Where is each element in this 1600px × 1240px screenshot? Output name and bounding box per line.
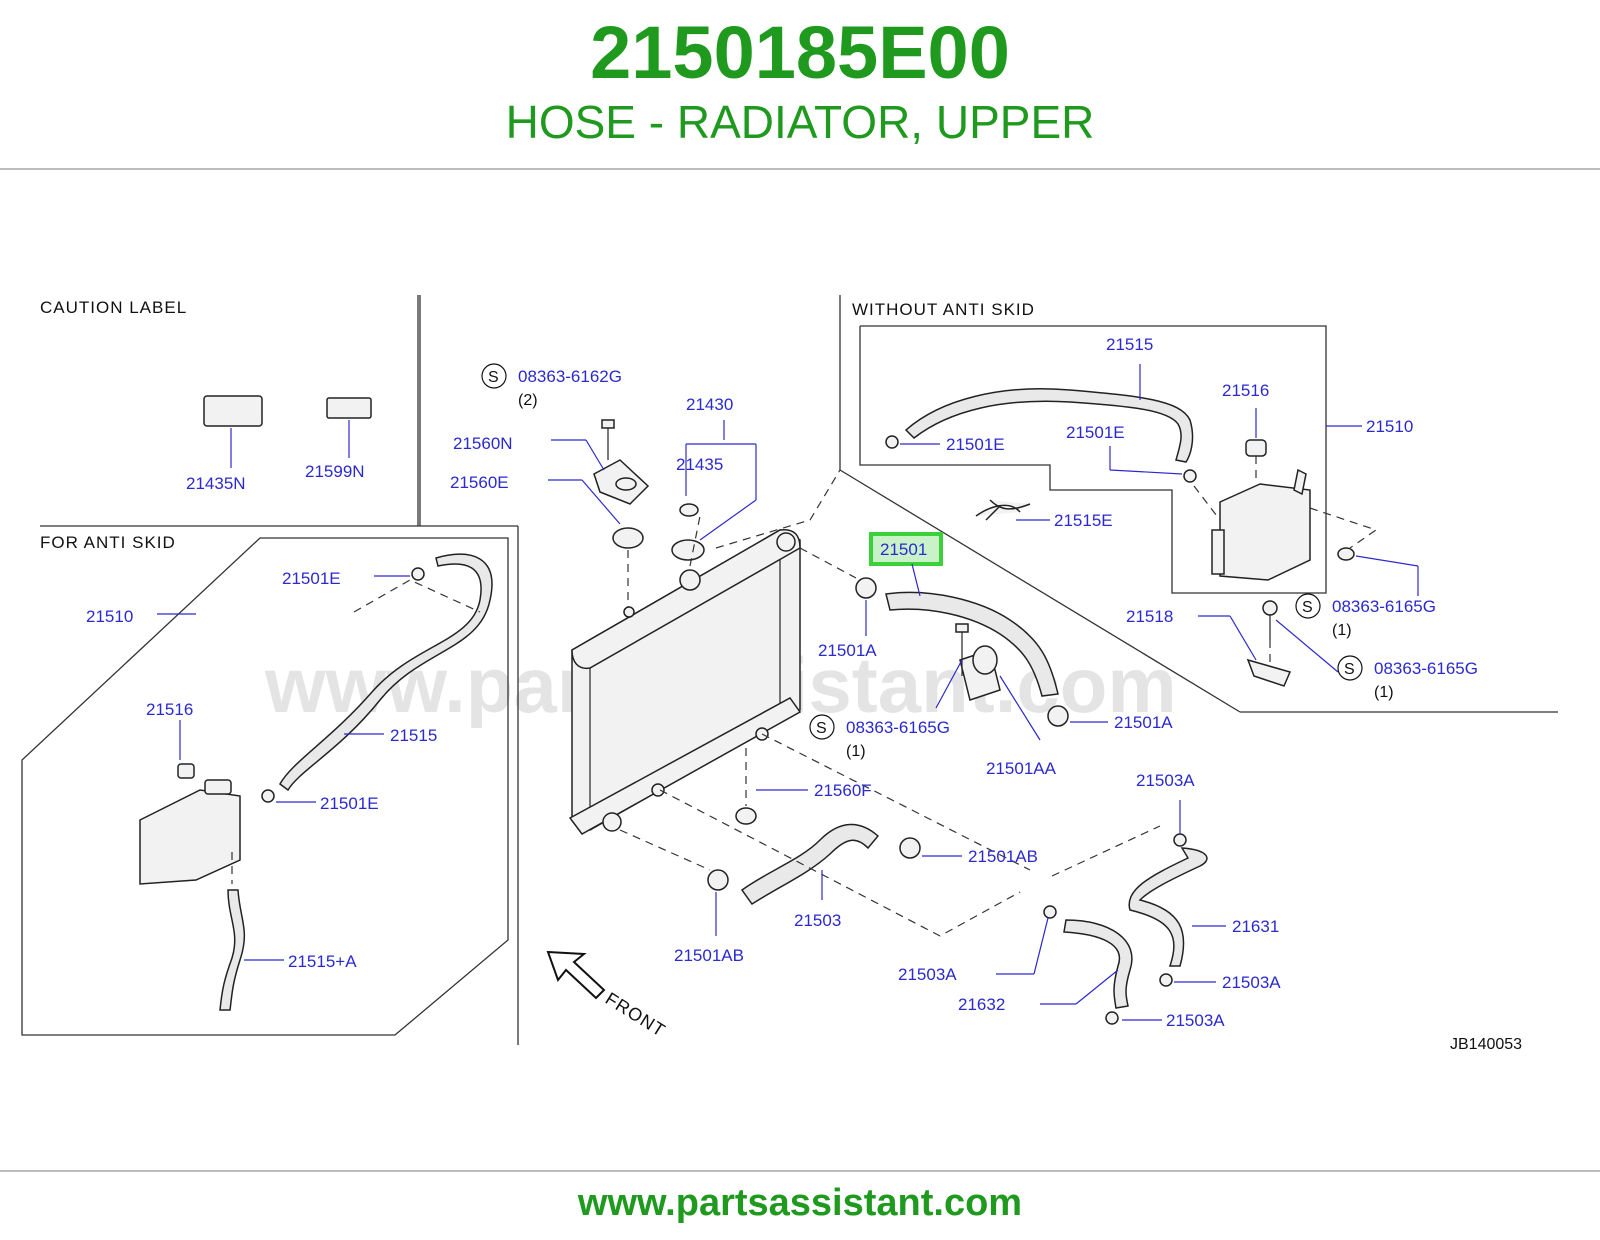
label-21501a-right[interactable]: 21501A <box>1114 713 1173 732</box>
standard-part-mark: S <box>1344 661 1355 678</box>
footer-divider <box>0 1170 1600 1172</box>
label-21503a-right[interactable]: 21503A <box>1222 973 1281 992</box>
standard-part-mark: S <box>488 369 499 386</box>
label-was-21515[interactable]: 21515 <box>1106 335 1153 354</box>
highlight-box-21501 <box>869 532 943 566</box>
label-21632[interactable]: 21632 <box>958 995 1005 1014</box>
label-21560n[interactable]: 21560N <box>453 434 513 453</box>
label-21501ab-right[interactable]: 21501AB <box>968 847 1038 866</box>
label-21501[interactable]: 21501 <box>880 540 927 559</box>
label-21518[interactable]: 21518 <box>1126 607 1173 626</box>
label-21501aa[interactable]: 21501AA <box>986 759 1057 778</box>
label-fas-21501e-bottom[interactable]: 21501E <box>320 794 379 813</box>
label-21560f[interactable]: 21560F <box>814 781 872 800</box>
quantity-1-b: (1) <box>1374 684 1394 701</box>
label-fas-21510[interactable]: 21510 <box>86 607 133 626</box>
label-fas-21501e-top[interactable]: 21501E <box>282 569 341 588</box>
part-number-title: 2150185E00 <box>590 11 1010 94</box>
label-was-21510[interactable]: 21510 <box>1366 417 1413 436</box>
standard-part-mark: S <box>816 720 827 737</box>
radiator-cap-parts <box>593 419 705 608</box>
label-21501ab-bottom[interactable]: 21501AB <box>674 946 744 965</box>
standard-part-mark: S <box>1302 599 1313 616</box>
section-title-without-anti-skid: WITHOUT ANTI SKID <box>852 300 1035 319</box>
label-21631[interactable]: 21631 <box>1232 917 1279 936</box>
label-08363-6165g-a[interactable]: 08363-6165G <box>1332 597 1436 616</box>
label-21560e[interactable]: 21560E <box>450 473 509 492</box>
label-21435n[interactable]: 21435N <box>186 474 246 493</box>
label-21503a-top[interactable]: 21503A <box>1136 771 1195 790</box>
label-08363-6165g-mid[interactable]: 08363-6165G <box>846 718 950 737</box>
front-label: FRONT <box>602 988 669 1040</box>
label-was-21501e-left[interactable]: 21501E <box>946 435 1005 454</box>
label-21503[interactable]: 21503 <box>794 911 841 930</box>
section-title-for-anti-skid: FOR ANTI SKID <box>40 533 176 552</box>
upper-radiator-hose <box>715 469 1069 727</box>
label-21599n[interactable]: 21599N <box>305 462 365 481</box>
label-fas-21515a[interactable]: 21515+A <box>288 952 357 971</box>
label-21501a-top[interactable]: 21501A <box>818 641 877 660</box>
quantity-1-mid: (1) <box>846 743 866 760</box>
radiator-core <box>568 528 802 835</box>
page-header: 2150185E00 HOSE - RADIATOR, UPPER <box>0 0 1600 170</box>
footer-website-link[interactable]: www.partsassistant.com <box>577 1182 1023 1224</box>
label-21503a-mid[interactable]: 21503A <box>898 965 957 984</box>
label-08363-6165g-b[interactable]: 08363-6165G <box>1374 659 1478 678</box>
label-21503a-bottom[interactable]: 21503A <box>1166 1011 1225 1030</box>
label-08363-6162g[interactable]: 08363-6162G <box>518 367 622 386</box>
caution-label-small-part <box>326 397 372 419</box>
caution-label-part <box>203 395 263 427</box>
part-description: HOSE - RADIATOR, UPPER <box>505 96 1095 148</box>
label-was-21516[interactable]: 21516 <box>1222 381 1269 400</box>
label-was-21501e-right[interactable]: 21501E <box>1066 423 1125 442</box>
section-title-caution-label: CAUTION LABEL <box>40 298 187 317</box>
section-frames <box>21 295 1558 1045</box>
hose-bracket <box>955 623 1001 701</box>
front-arrow-icon <box>546 950 606 1000</box>
label-fas-21515[interactable]: 21515 <box>390 726 437 745</box>
label-fas-21516[interactable]: 21516 <box>146 700 193 719</box>
label-21430[interactable]: 21430 <box>686 395 733 414</box>
cooler-hoses <box>1043 825 1208 1025</box>
without-anti-skid-parts <box>885 388 1378 687</box>
header-divider <box>0 168 1600 170</box>
label-21435[interactable]: 21435 <box>676 455 723 474</box>
for-anti-skid-parts <box>139 553 493 1011</box>
label-21515e[interactable]: 21515E <box>1054 511 1113 530</box>
diagram-code: JB140053 <box>1450 1036 1522 1053</box>
lower-radiator-hose <box>619 733 1031 937</box>
quantity-2: (2) <box>518 392 538 409</box>
quantity-1-a: (1) <box>1332 622 1352 639</box>
